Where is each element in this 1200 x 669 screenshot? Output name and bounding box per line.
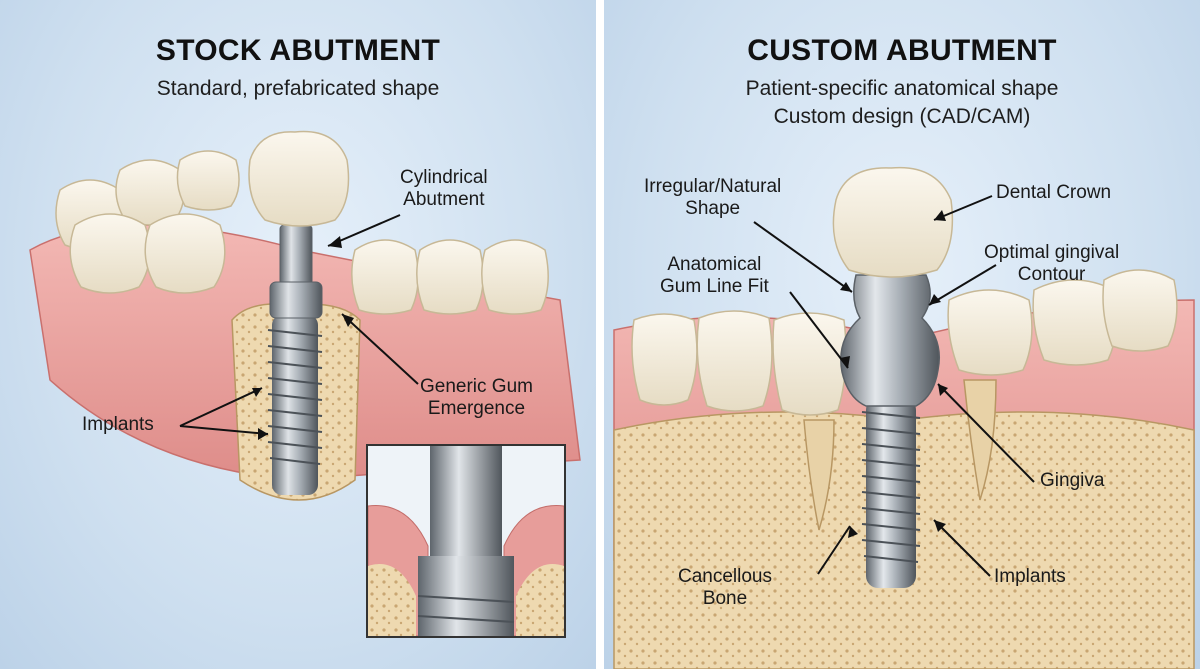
panel-divider — [596, 0, 604, 669]
label-line: Contour — [1017, 264, 1086, 285]
custom-abutment — [840, 274, 940, 407]
custom-subtitle-1: Patient-specific anatomical shape — [745, 77, 1059, 100]
label-line: Shape — [685, 198, 741, 219]
stock-arrowheads — [252, 236, 354, 440]
custom-title: CUSTOM ABUTMENT — [747, 34, 1057, 67]
label-line: Generic Gum — [420, 376, 533, 397]
stock-abutment-panel: STOCK ABUTMENT Standard, prefabricated s… — [0, 0, 596, 669]
label-line: Optimal gingival — [984, 242, 1120, 263]
custom-illustration — [613, 166, 1195, 669]
label-line: Abutment — [403, 189, 485, 210]
crown — [832, 166, 954, 278]
gum-emergence-inset — [366, 444, 566, 638]
label-optimal-gingival-contour: Optimal gingival Contour — [984, 242, 1119, 286]
label-generic-gum-emergence: Generic Gum Emergence — [420, 376, 533, 420]
tooth-roots — [803, 379, 997, 531]
label-line: Gum Line Fit — [660, 276, 769, 297]
neighbor-teeth-right — [947, 269, 1178, 376]
label-cancellous-bone: Cancellous Bone — [678, 566, 772, 610]
custom-arrowheads — [840, 210, 948, 538]
label-anatomical-gum-line-fit: Anatomical Gum Line Fit — [660, 254, 769, 298]
label-implants-custom: Implants — [994, 566, 1066, 587]
implant-screw — [861, 398, 921, 588]
custom-subtitle-2: Custom design (CAD/CAM) — [773, 105, 1031, 128]
stock-subtitle: Standard, prefabricated shape — [156, 77, 440, 100]
inset-illustration — [368, 446, 564, 636]
stock-title: STOCK ABUTMENT — [155, 34, 441, 67]
label-cylindrical-abutment: Cylindrical Abutment — [400, 167, 488, 211]
neighbor-teeth-left — [631, 310, 847, 416]
label-gingiva: Gingiva — [1040, 470, 1105, 491]
label-line: Bone — [702, 588, 748, 609]
custom-abutment-panel: CUSTOM ABUTMENT Patient-specific anatomi… — [604, 0, 1200, 669]
label-line: Emergence — [427, 398, 526, 419]
implant-screw — [267, 315, 323, 495]
label-implants-stock: Implants — [82, 414, 154, 435]
label-line: Cylindrical — [400, 167, 488, 188]
crown — [248, 130, 350, 227]
label-irregular-natural-shape: Irregular/Natural Shape — [644, 176, 781, 220]
stock-illustration — [29, 130, 581, 501]
label-dental-crown: Dental Crown — [996, 182, 1112, 203]
label-line: Cancellous — [678, 566, 772, 587]
label-line: Anatomical — [667, 254, 762, 275]
label-line: Irregular/Natural — [644, 176, 782, 197]
cylindrical-abutment — [269, 224, 323, 319]
back-teeth — [55, 150, 240, 294]
right-teeth — [351, 239, 549, 315]
